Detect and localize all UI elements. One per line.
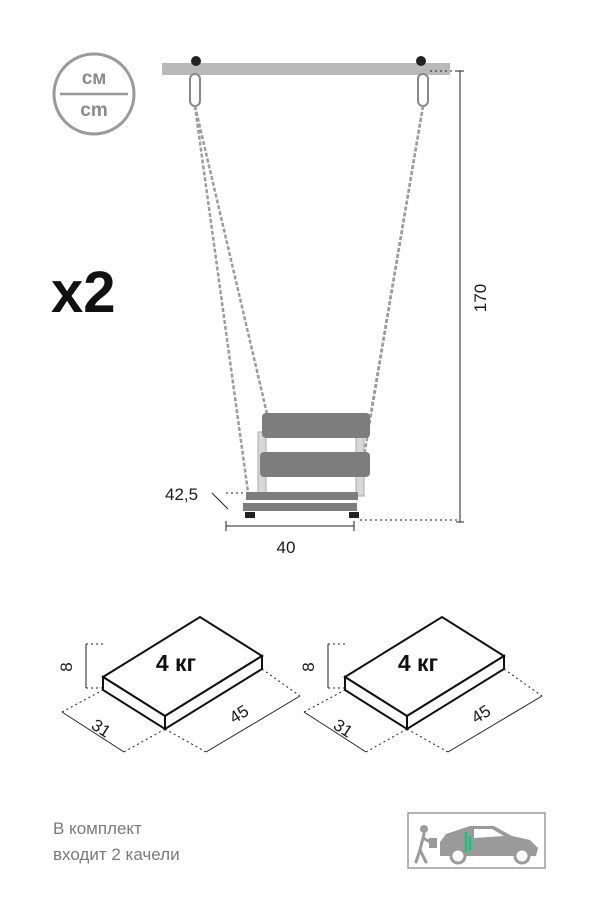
- seat-foot: [245, 512, 255, 518]
- hook-right: [416, 56, 426, 66]
- back-slat: [260, 452, 370, 477]
- seat-foot: [349, 512, 359, 518]
- unit-bottom-label: cm: [80, 100, 107, 121]
- carabiner-left: [189, 73, 201, 107]
- height-label: 170: [471, 284, 490, 312]
- box-height: 8: [299, 662, 318, 671]
- caption: В комплект входит 2 качели: [53, 816, 180, 868]
- width-label: 40: [277, 538, 296, 557]
- hook-left: [191, 56, 201, 66]
- box-weight: 4 кг: [398, 650, 438, 676]
- box-height: 8: [57, 662, 76, 671]
- car-loading-icon: [407, 812, 546, 869]
- quantity-label: x2: [51, 260, 116, 325]
- unit-badge: см cm: [52, 52, 136, 136]
- swing-illustration: [162, 56, 450, 518]
- depth-dimension: 42,5: [165, 485, 246, 510]
- box-depth: 31: [330, 715, 356, 741]
- depth-label: 42,5: [165, 485, 198, 504]
- box-length: 45: [468, 701, 494, 727]
- package-box: 4 кг 8 31 45: [57, 615, 301, 753]
- caption-line-1: В комплект: [53, 819, 142, 838]
- chain: [193, 105, 270, 419]
- height-dimension: 170: [360, 70, 490, 523]
- carabiner-right: [417, 73, 429, 107]
- box-depth: 31: [88, 715, 114, 741]
- unit-top-label: см: [82, 68, 107, 89]
- beam: [162, 63, 450, 75]
- seat-slat: [243, 503, 357, 511]
- chain: [193, 105, 250, 493]
- seat-slat: [246, 492, 358, 500]
- package-box: 4 кг 8 31 45: [299, 615, 543, 753]
- caption-line-2: входит 2 качели: [53, 845, 180, 864]
- back-slat: [262, 413, 370, 438]
- box-weight: 4 кг: [156, 650, 196, 676]
- box-length: 45: [226, 701, 252, 727]
- width-dimension: 40: [225, 521, 355, 557]
